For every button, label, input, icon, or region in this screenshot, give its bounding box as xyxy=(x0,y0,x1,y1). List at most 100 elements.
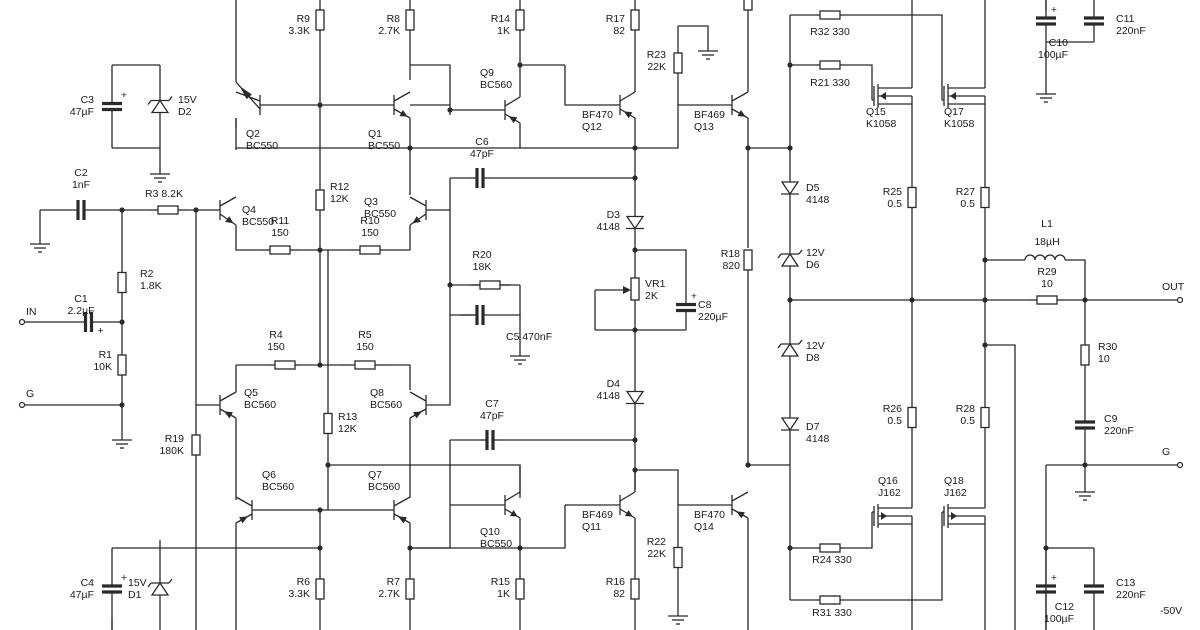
resistor-ref: R19 xyxy=(165,433,184,445)
transistor-part: BF470 xyxy=(694,509,725,521)
junction-dot xyxy=(982,257,988,263)
capacitor-value: 220nF xyxy=(1104,425,1134,437)
junction-dot xyxy=(317,507,323,513)
capacitor-ref: C2 xyxy=(74,167,88,179)
polarity-mark: + xyxy=(1051,4,1057,16)
capacitor-value: 220nF xyxy=(1116,25,1146,37)
resistor-body xyxy=(515,9,525,31)
resistor-ref: R18 xyxy=(721,248,740,260)
capacitor-ref: C6 xyxy=(475,136,489,148)
ground-symbol xyxy=(1036,88,1056,103)
junction-dot xyxy=(119,402,125,408)
potentiometer-value: 2K xyxy=(645,290,658,302)
capacitor-c1: +C12.2µF xyxy=(55,293,122,337)
channel-arrow xyxy=(951,512,957,520)
junction-dot xyxy=(632,247,638,253)
resistor-body xyxy=(1080,344,1090,366)
ground-symbol xyxy=(1075,486,1095,501)
resistor-label: R32 330 xyxy=(810,26,850,38)
resistor-body xyxy=(405,578,415,600)
junction-dot xyxy=(632,327,638,333)
resistor-body xyxy=(673,52,683,74)
diode-triangle xyxy=(780,417,800,432)
resistor-r21: R21 330 xyxy=(810,60,850,89)
resistor-value: 820 xyxy=(722,260,740,272)
diode-value: 15V xyxy=(178,94,197,106)
capacitor-value: 220µF xyxy=(698,311,728,323)
resistor-r24: R24 330 xyxy=(812,543,852,566)
resistor-body xyxy=(819,60,841,70)
junction-dot xyxy=(982,342,988,348)
transistor-part: BC550 xyxy=(368,140,400,152)
resistor-value: 12K xyxy=(338,423,357,435)
resistor-body xyxy=(315,9,325,31)
diode-ref: D5 xyxy=(806,182,820,194)
resistor-r3: R3 8.2K xyxy=(145,188,188,215)
resistor-ref: R1 xyxy=(99,349,113,361)
resistor-value: 150 xyxy=(356,341,374,353)
resistor-ref: R8 xyxy=(387,13,401,25)
transistor-ref: Q2 xyxy=(246,128,260,140)
junction-dot xyxy=(982,297,988,303)
resistor-r9: R93.3K xyxy=(288,0,325,40)
diode-value: 15V xyxy=(128,577,147,589)
resistor-ref: R6 xyxy=(297,576,311,588)
capacitor-ref: C10 xyxy=(1049,37,1068,49)
transistor-part: J162 xyxy=(944,487,967,499)
in-label: IN xyxy=(26,306,37,318)
transistor-part: BC550 xyxy=(242,216,274,228)
junction-dot xyxy=(193,207,199,213)
ground-symbol xyxy=(112,434,132,449)
resistor-body xyxy=(819,543,841,553)
diode-value: 4148 xyxy=(597,390,621,402)
resistor-body xyxy=(630,9,640,31)
diode-value: 4148 xyxy=(806,194,830,206)
diode-ref: D3 xyxy=(607,209,621,221)
resistor-ref: R17 xyxy=(606,13,625,25)
transistor-ref: Q1 xyxy=(368,128,382,140)
resistor-label: R21 330 xyxy=(810,77,850,89)
resistor-label: R31 330 xyxy=(812,607,852,619)
transistor-part: K1058 xyxy=(866,118,897,130)
emitter-arrow xyxy=(509,510,518,517)
resistor-value: 10 xyxy=(1041,278,1053,290)
emitter-arrow xyxy=(412,216,421,224)
junction-dot xyxy=(317,362,323,368)
capacitor-ref: C1 xyxy=(74,293,88,305)
resistor-body xyxy=(354,360,376,370)
resistor-body xyxy=(907,186,917,209)
resistor-r6: R63.3K xyxy=(288,548,325,630)
resistor-value: 150 xyxy=(271,227,289,239)
resistor-value: 0.5 xyxy=(887,198,902,210)
resistor-value: 18K xyxy=(473,261,492,273)
resistor-body xyxy=(1036,295,1058,305)
capacitor-ref: C9 xyxy=(1104,413,1118,425)
diode-ref: D1 xyxy=(128,589,142,601)
emitter-arrow xyxy=(624,510,633,517)
emitter-arrow xyxy=(239,516,248,524)
